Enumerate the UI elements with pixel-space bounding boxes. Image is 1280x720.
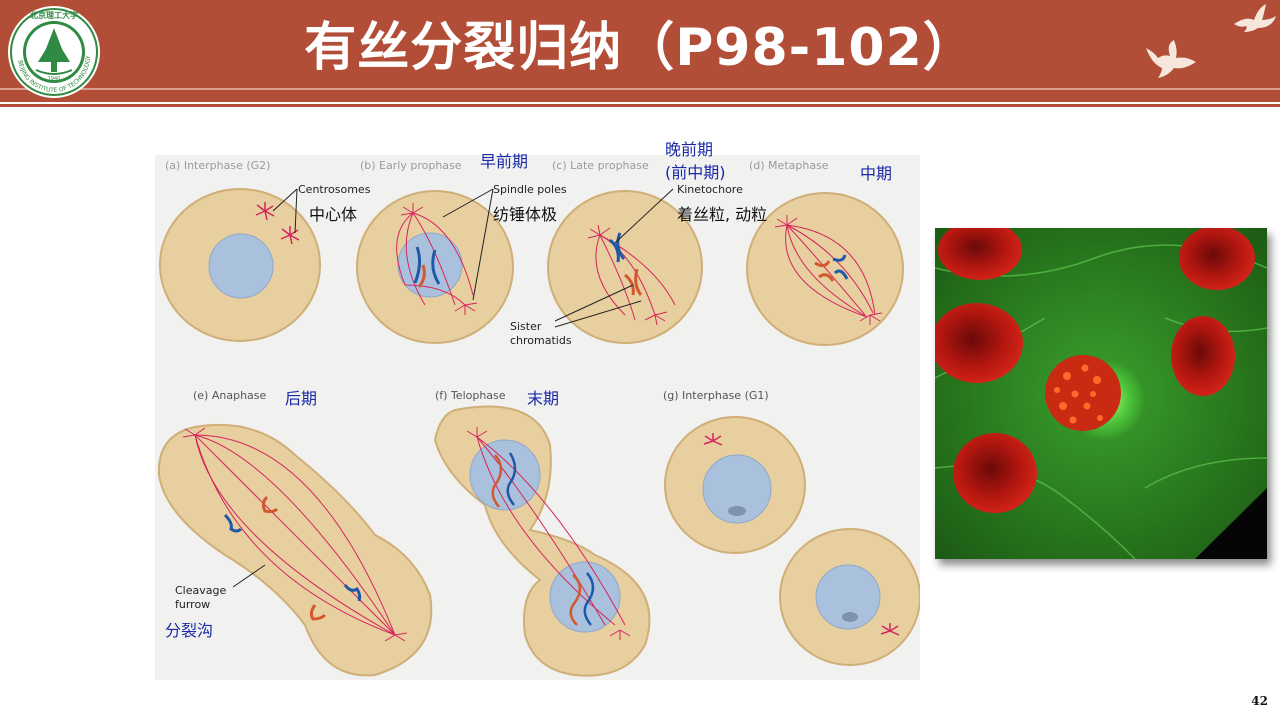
phase-cn-late-prophase: 晚前期 — [665, 140, 714, 159]
phase-label-e: (e) Anaphase — [193, 389, 267, 402]
label-centrosomes-cn: 中心体 — [309, 205, 358, 224]
header-accent-line — [0, 88, 1280, 90]
cell-early-prophase — [356, 190, 514, 344]
phase-cn-anaphase: 后期 — [285, 389, 318, 408]
svg-text:北京理工大学: 北京理工大学 — [30, 10, 78, 20]
cell-interphase-g2 — [159, 188, 321, 342]
label-furrow: furrow — [175, 598, 211, 611]
phase-label-c: (c) Late prophase — [552, 159, 649, 172]
cell-late-prophase — [547, 190, 703, 344]
phase-label-a: (a) Interphase (G2) — [165, 159, 271, 172]
label-cleavage: Cleavage — [175, 584, 227, 597]
mitosis-figure: (a) Interphase (G2) (b) Early prophase (… — [155, 155, 921, 680]
pointer-lines — [232, 188, 674, 588]
header-underline — [0, 104, 1280, 107]
label-spindle-poles: Spindle poles — [493, 183, 567, 196]
cell-interphase-g1-lower — [779, 528, 921, 666]
svg-text:1940: 1940 — [48, 76, 61, 82]
phase-cn-telophase: 末期 — [527, 389, 560, 408]
label-kinetochore-cn: 着丝粒, 动粒 — [677, 205, 768, 224]
cell-telophase — [433, 405, 651, 677]
phase-cn-prometaphase: (前中期) — [665, 163, 726, 182]
phase-cn-early-prophase: 早前期 — [480, 152, 529, 171]
mitosis-diagram — [157, 188, 921, 677]
phase-label-f: (f) Telophase — [435, 389, 506, 402]
cell-metaphase — [746, 192, 904, 346]
slide-title: 有丝分裂归纳（P98-102） — [304, 18, 976, 78]
bird-icon-large — [1146, 40, 1196, 78]
label-sister: Sister — [510, 320, 542, 333]
label-centrosomes: Centrosomes — [298, 183, 371, 196]
cell-interphase-g1-upper — [664, 416, 806, 554]
bit-logo-icon: 1940 BEIJING INSTITUTE OF TECHNOLOGY 北京理… — [8, 6, 100, 98]
phase-label-b: (b) Early prophase — [360, 159, 462, 172]
label-kinetochore: Kinetochore — [677, 183, 743, 196]
label-cleavage-cn: 分裂沟 — [165, 621, 214, 640]
phase-label-g: (g) Interphase (G1) — [663, 389, 769, 402]
label-spindle-poles-cn: 纺锤体极 — [493, 205, 558, 224]
fluorescence-micrograph — [935, 228, 1267, 559]
label-chromatids: chromatids — [510, 334, 572, 347]
page-number: 42 — [1251, 694, 1268, 708]
phase-label-d: (d) Metaphase — [749, 159, 829, 172]
header-bar — [0, 0, 1280, 102]
bird-icon — [1234, 4, 1276, 32]
phase-cn-metaphase: 中期 — [860, 164, 893, 183]
cell-anaphase — [157, 423, 433, 677]
